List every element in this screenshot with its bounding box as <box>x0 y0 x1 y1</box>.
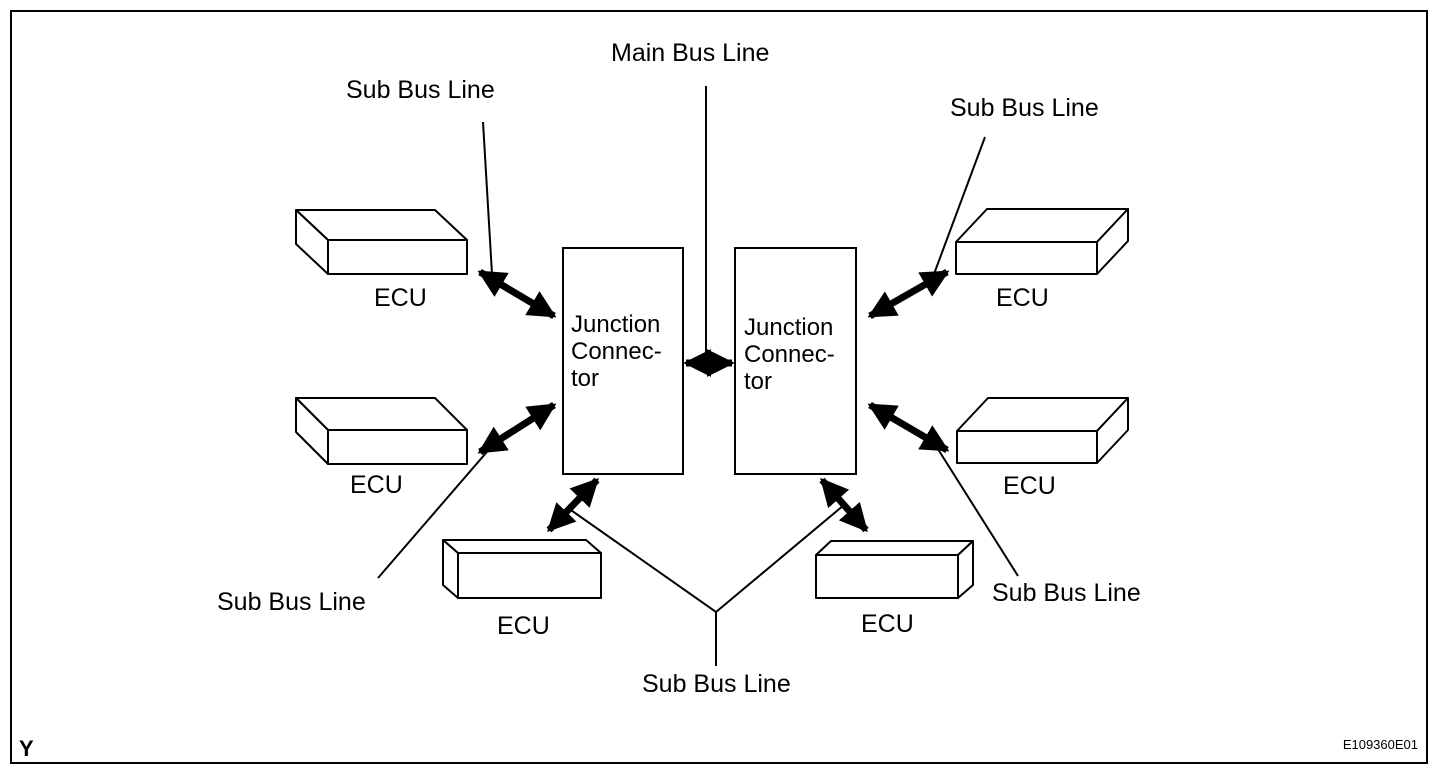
figure-frame <box>10 10 1428 764</box>
ecu-label-mid-right: ECU <box>1003 472 1056 500</box>
corner-code-left: Y <box>19 736 34 761</box>
ecu-box-mid-left <box>295 397 468 465</box>
sub-bus-arrow-top-right <box>867 268 950 320</box>
junction-connector-left-line1: Junction <box>571 311 660 338</box>
ecu-label-bottom-left: ECU <box>497 612 550 640</box>
sub-bus-arrow-bottom-left <box>546 477 600 533</box>
sub-bus-line-label-top-right: Sub Bus Line <box>950 94 1099 122</box>
junction-connector-left: Junction Connec- tor <box>562 247 684 475</box>
ecu-label-top-right: ECU <box>996 284 1049 312</box>
ecu-box-top-right <box>955 208 1129 275</box>
sub-bus-line-label-bottom-right: Sub Bus Line <box>992 579 1141 607</box>
sub-bus-arrow-top-left <box>477 268 557 320</box>
ecu-label-bottom-right: ECU <box>861 610 914 638</box>
sub-bus-line-label-bottom-left: Sub Bus Line <box>217 588 366 616</box>
sub-bus-line-label-top-left: Sub Bus Line <box>346 76 495 104</box>
junction-connector-right-line3: tor <box>744 368 772 395</box>
leader-sub-bus-bottom-center-v <box>567 504 845 614</box>
junction-connector-right-line2: Connec- <box>744 341 835 368</box>
leader-sub-bus-top-right <box>933 136 986 275</box>
sub-bus-arrow-mid-right <box>867 401 950 454</box>
junction-connector-right: Junction Connec- tor <box>734 247 857 475</box>
leader-sub-bus-bottom-left <box>377 445 493 579</box>
ecu-box-mid-right <box>956 397 1129 464</box>
junction-connector-left-line2: Connec- <box>571 338 662 365</box>
ecu-label-mid-left: ECU <box>350 471 403 499</box>
ecu-box-bottom-left <box>442 539 602 599</box>
leader-sub-bus-top-left <box>482 121 493 275</box>
sub-bus-arrow-mid-left <box>477 402 557 455</box>
ecu-box-bottom-right <box>815 540 974 599</box>
sub-bus-line-label-bottom-center: Sub Bus Line <box>642 670 791 698</box>
junction-connector-left-line3: tor <box>571 365 599 392</box>
figure-id-code: E109360E01 <box>1343 737 1418 752</box>
main-bus-line-label: Main Bus Line <box>611 39 769 67</box>
ecu-label-top-left: ECU <box>374 284 427 312</box>
bus-connections <box>477 268 950 533</box>
ecu-box-top-left <box>295 209 468 275</box>
leader-sub-bus-bottom-right <box>935 445 1019 577</box>
junction-connector-right-line1: Junction <box>744 314 833 341</box>
leader-lines <box>377 86 1019 666</box>
